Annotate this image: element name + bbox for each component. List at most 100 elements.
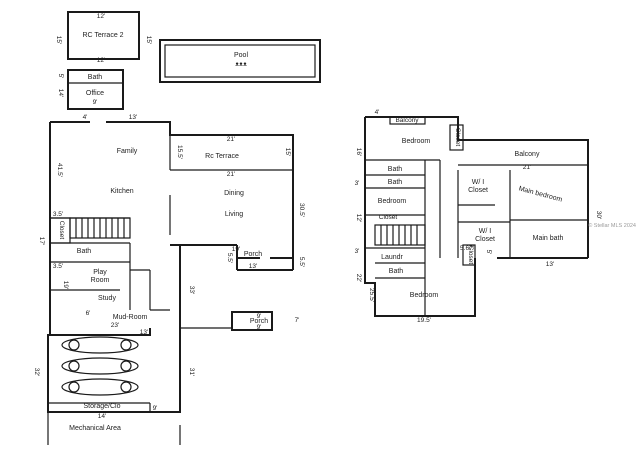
- dim-rc-left: 15.5': [176, 145, 183, 159]
- dim-rc-bot: 21': [227, 171, 235, 178]
- dim-6: 6': [86, 310, 91, 317]
- mechanical-area: Mechanical Area: [47, 412, 181, 445]
- car-3: [61, 378, 139, 396]
- car-1: [61, 336, 139, 354]
- main-bath-label: Main bath: [533, 235, 564, 242]
- dim-up-255: 25.5': [368, 288, 375, 302]
- dim-porch-s-7: 7': [295, 317, 300, 324]
- dim-up-16: 16': [355, 148, 362, 156]
- car-2: [61, 357, 139, 375]
- dim-up-3b: 3': [355, 248, 360, 255]
- bath-up-2-label: Bath: [388, 179, 403, 186]
- dim-19: 19': [232, 246, 240, 253]
- dim-13: 13': [140, 329, 148, 336]
- bedroom-top-label: Bedroom: [402, 138, 431, 145]
- dim-31: 31': [188, 368, 195, 376]
- wi-closet-1b-label: Closet: [468, 187, 488, 194]
- dim-up-12: 12': [355, 214, 362, 222]
- dim-family-left: 41.5': [56, 163, 63, 177]
- dim-14: 14': [98, 413, 106, 420]
- closet-left-label: Closet: [58, 221, 65, 240]
- storage-label: Storage/Clo: [84, 403, 121, 410]
- dim-t2-right: 15': [145, 36, 152, 44]
- wi-closet-2a-label: W/ I: [479, 228, 491, 235]
- office-block: Bath Office 9' 5' 14': [57, 69, 124, 110]
- dining-label: Dining: [224, 190, 244, 197]
- pool-area: Pool ᴥᴥᴥ: [159, 39, 321, 83]
- dim-up-21: 21': [523, 164, 531, 171]
- bedroom-mid-label: Bedroom: [378, 198, 407, 205]
- rc-terrace-label: Rc Terrace: [205, 153, 239, 160]
- closet-side-label: Closet: [467, 246, 474, 265]
- wi-closet-2b-label: Closet: [475, 236, 495, 243]
- garage: 32' 31' Storage/Clo 14' 9': [33, 328, 195, 420]
- porch-main-label: Porch: [244, 251, 262, 258]
- watermark: © Stellar MLS 2024: [588, 222, 636, 229]
- dim-up-right: 30': [595, 211, 602, 219]
- bedroom-low-label: Bedroom: [410, 292, 439, 299]
- dim-up-5: 5': [485, 250, 492, 255]
- laundry-label: Laundr: [381, 254, 403, 261]
- dim-porch-s-bot: 9': [257, 324, 262, 331]
- dim-rc-right: 15': [284, 148, 291, 156]
- main-house: Family Kitchen Rc Terrace Dining Living …: [49, 114, 305, 335]
- mechanical-label: Mechanical Area: [69, 425, 121, 432]
- dim-t2-top: 12': [97, 13, 105, 20]
- dim-bath-left: 5': [57, 74, 64, 79]
- balcony-right-label: Balcony: [515, 151, 540, 158]
- dim-33: 33': [188, 286, 195, 294]
- dim-up-13: 13': [546, 261, 554, 268]
- mud-room-area: Mud-Room 23' 13' 33': [111, 245, 232, 336]
- dim-up-567: 5.67': [460, 245, 474, 252]
- bath-up-1-label: Bath: [388, 166, 403, 173]
- west-wing-rooms: Closet 3.5' 17' Bath 3.5' Play Room 19' …: [38, 211, 151, 317]
- balcony-top-label: Balcony: [395, 117, 419, 124]
- play-room-label-1: Play: [93, 269, 107, 276]
- rc-terrace-2-label: RC Terrace 2: [82, 32, 123, 39]
- closet-mid-label: Closet: [379, 214, 398, 221]
- dim-up-195: 19.5': [417, 317, 431, 324]
- rc-terrace-2-room: RC Terrace 2 12' 12' 15' 15': [55, 11, 152, 64]
- kitchen-label: Kitchen: [110, 188, 133, 195]
- dim-17: 17': [38, 237, 45, 245]
- dim-35a: 3.5': [53, 211, 63, 218]
- upper-floor: Balcony 4' Bedroom 16' Closet Bath Bath …: [355, 109, 602, 324]
- main-bedroom-label: Main bedroom: [518, 185, 563, 203]
- porch-small: 9' Porch 9' 7': [231, 311, 300, 331]
- dim-35b: 3.5': [53, 263, 63, 270]
- pool-label: Pool: [234, 52, 248, 59]
- closet-upper-label: Closet: [454, 128, 461, 147]
- dim-play-19: 19': [62, 281, 69, 289]
- dim-porch-13: 13': [249, 263, 257, 270]
- bath-left-label: Bath: [77, 248, 92, 255]
- bath-low-label: Bath: [389, 268, 404, 275]
- dim-office-left: 14': [57, 89, 64, 97]
- dim-main-13: 13': [129, 114, 137, 121]
- dim-t2-bot: 12': [97, 57, 105, 64]
- dim-9: 9': [153, 405, 158, 412]
- wi-closet-1a-label: W/ I: [472, 179, 484, 186]
- dim-right-305: 30.5': [298, 203, 305, 217]
- family-label: Family: [117, 148, 138, 155]
- living-label: Living: [225, 211, 243, 218]
- dim-garage-32: 32': [33, 368, 40, 376]
- dim-up-22: 22': [355, 274, 362, 282]
- dim-up-4: 4': [375, 109, 380, 116]
- porch-main: 19' Porch 13' 5.5' 5.5': [226, 246, 305, 270]
- dim-55: 5.5': [226, 253, 233, 263]
- porch-small-label: Porch: [250, 318, 268, 325]
- dim-porch-right: 5.5': [298, 257, 305, 267]
- dim-main-4: 4': [83, 114, 88, 121]
- dim-main-21: 21': [227, 136, 235, 143]
- dim-up-3a: 3': [355, 180, 360, 187]
- dim-office-bot: 9': [93, 99, 98, 106]
- play-room-label-2: Room: [91, 277, 110, 284]
- stairs-ground: [69, 217, 131, 239]
- pool-water-marks: ᴥᴥᴥ: [235, 61, 247, 68]
- bath-top-label: Bath: [88, 74, 103, 81]
- dim-23: 23': [111, 322, 119, 329]
- mud-room-label: Mud-Room: [113, 314, 148, 321]
- study-label: Study: [98, 295, 116, 302]
- office-label: Office: [86, 90, 104, 97]
